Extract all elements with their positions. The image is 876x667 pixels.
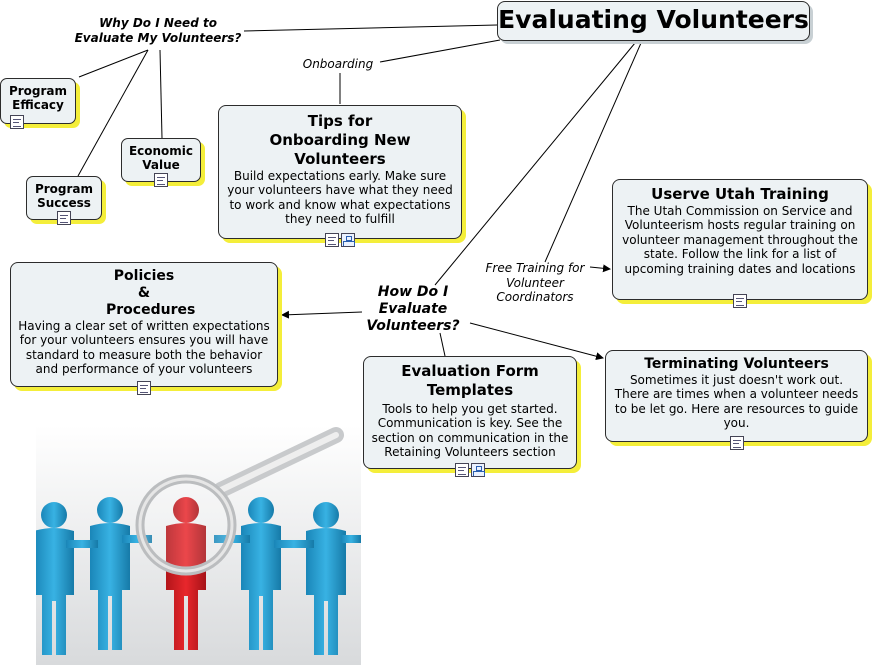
tips-onboarding-node[interactable]: Tips for Onboarding New Volunteers Build… bbox=[218, 105, 462, 247]
notes-icon[interactable] bbox=[57, 211, 71, 225]
evaluation-forms-title: Evaluation Form Templates bbox=[401, 362, 539, 399]
userve-training-title: Userve Utah Training bbox=[651, 185, 829, 203]
policies-procedures-body: Having a clear set of written expectatio… bbox=[18, 319, 270, 377]
terminating-volunteers-body: Sometimes it just doesn't work out. Ther… bbox=[614, 373, 859, 431]
evaluation-forms-node[interactable]: Evaluation Form Templates Tools to help … bbox=[363, 356, 577, 477]
policies-procedures-title: Policies & Procedures bbox=[106, 268, 196, 318]
notes-icon[interactable] bbox=[325, 233, 339, 247]
program-efficacy-title: Program Efficacy bbox=[8, 84, 68, 112]
policies-procedures-node[interactable]: Policies & Procedures Having a clear set… bbox=[10, 262, 278, 395]
userve-training-node[interactable]: Userve Utah Training The Utah Commission… bbox=[612, 179, 868, 308]
how-label[interactable]: How Do I Evaluate Volunteers? bbox=[366, 284, 460, 334]
terminating-volunteers-node[interactable]: Terminating Volunteers Sometimes it just… bbox=[605, 350, 868, 450]
evaluation-forms-body: Tools to help you get started. Communica… bbox=[371, 402, 569, 460]
main-topic-node[interactable]: Evaluating Volunteers bbox=[497, 1, 810, 41]
program-success-title: Program Success bbox=[34, 182, 94, 210]
terminating-volunteers-title: Terminating Volunteers bbox=[644, 356, 829, 372]
userve-training-body: The Utah Commission on Service and Volun… bbox=[622, 204, 858, 276]
why-label[interactable]: Why Do I Need to Evaluate My Volunteers? bbox=[74, 16, 242, 45]
notes-icon[interactable] bbox=[729, 436, 744, 450]
economic-value-title: Economic Value bbox=[128, 144, 194, 172]
tips-onboarding-body: Build expectations early. Make sure your… bbox=[227, 169, 453, 227]
notes-icon[interactable] bbox=[137, 381, 151, 395]
free-training-label[interactable]: Free Training for Volunteer Coordinators bbox=[485, 261, 585, 304]
link-icon[interactable] bbox=[341, 233, 355, 247]
notes-icon[interactable] bbox=[154, 173, 168, 187]
tips-onboarding-title: Tips for Onboarding New Volunteers bbox=[269, 112, 411, 168]
notes-icon[interactable] bbox=[10, 115, 24, 129]
program-efficacy-node[interactable]: Program Efficacy bbox=[0, 78, 76, 129]
main-topic-title: Evaluating Volunteers bbox=[498, 5, 809, 34]
notes-icon[interactable] bbox=[455, 463, 469, 477]
notes-icon[interactable] bbox=[733, 294, 747, 308]
volunteers-magnifier-image bbox=[36, 425, 361, 665]
link-icon[interactable] bbox=[471, 463, 485, 477]
onboarding-label[interactable]: Onboarding bbox=[302, 57, 374, 71]
program-success-node[interactable]: Program Success bbox=[26, 176, 102, 225]
economic-value-node[interactable]: Economic Value bbox=[121, 138, 201, 187]
